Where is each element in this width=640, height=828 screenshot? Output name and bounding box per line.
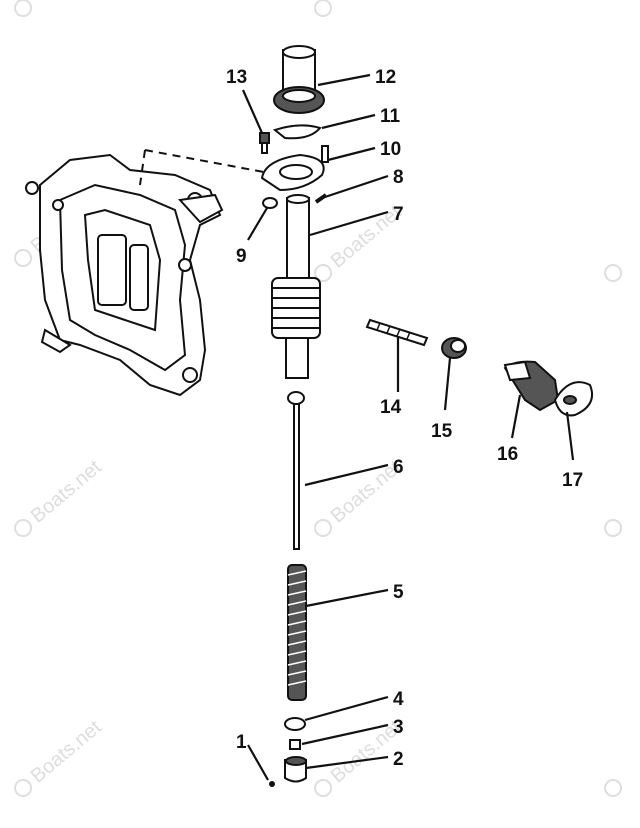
part-11-drawing: [272, 124, 322, 140]
callout-9: 9: [236, 246, 247, 267]
callout-16: 16: [497, 444, 518, 465]
part-17-drawing: [553, 381, 594, 417]
part-15-drawing: [441, 337, 467, 359]
leader-lines: [241, 73, 575, 781]
callout-11: 11: [380, 106, 401, 127]
callout-labels: 1 2 3 4 5 6 7 8 9 10 11 12 13 14 15 16 1…: [226, 67, 583, 770]
callout-10: 10: [380, 139, 401, 160]
callout-2: 2: [393, 749, 404, 770]
callout-14: 14: [380, 397, 402, 418]
alignment-dashed-line: [139, 149, 281, 186]
part-4-drawing: [284, 717, 306, 731]
callout-3: 3: [393, 717, 404, 738]
watermark-text: Boats.net: [27, 716, 106, 787]
callout-6: 6: [393, 457, 404, 478]
part-14-drawing: [365, 318, 429, 347]
part-3-drawing: [289, 739, 301, 750]
part-10-drawing: [260, 145, 329, 192]
watermark-text: Boats.net: [27, 456, 106, 527]
part-13-drawing: [259, 132, 270, 154]
callout-13: 13: [226, 67, 247, 88]
callout-8: 8: [393, 167, 404, 188]
callout-1: 1: [236, 732, 247, 753]
callout-5: 5: [393, 582, 404, 603]
callout-15: 15: [431, 421, 453, 442]
part-9-drawing: [262, 197, 278, 209]
part-2-drawing: [284, 756, 307, 783]
callout-12: 12: [375, 67, 396, 88]
callout-4: 4: [393, 689, 404, 710]
callout-7: 7: [393, 204, 404, 225]
callout-17: 17: [562, 470, 583, 491]
part-16-drawing: [503, 360, 560, 412]
adapter-housing-drawing: [25, 153, 224, 397]
part-12-drawing: [273, 45, 325, 114]
part-5-drawing: [287, 564, 307, 701]
part-6-drawing: [287, 391, 305, 550]
part-7-drawing: [271, 194, 321, 379]
part-1-drawing: [269, 781, 275, 787]
